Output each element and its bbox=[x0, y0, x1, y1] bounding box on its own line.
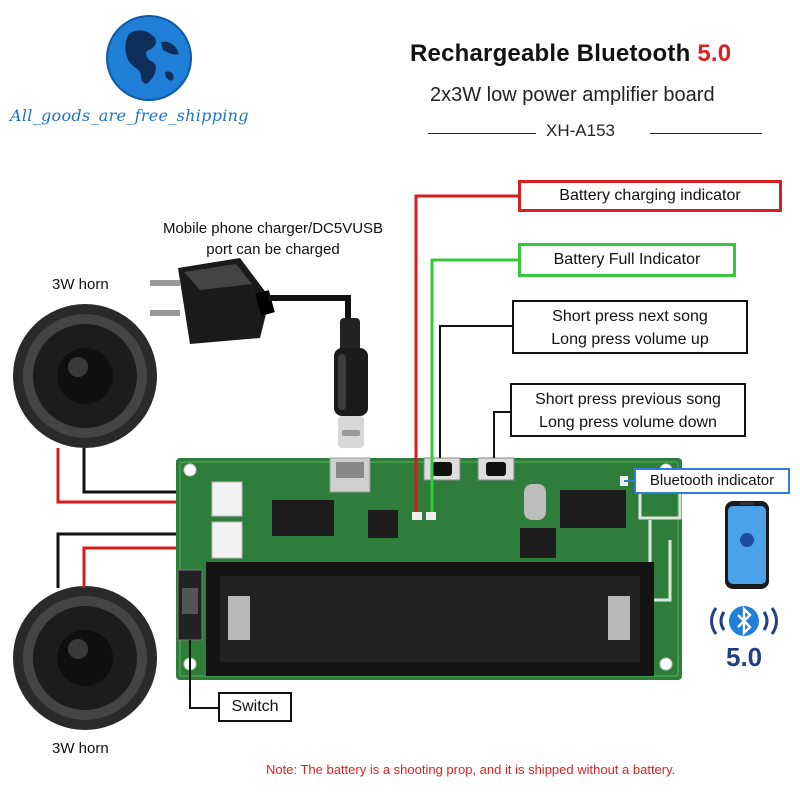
next-song-line2: Long press volume up bbox=[551, 331, 709, 348]
globe-icon bbox=[106, 15, 192, 101]
usb-c-cable-icon bbox=[334, 318, 368, 448]
prev-song-callout: Short press previous song Long press vol… bbox=[510, 383, 746, 437]
horn-top-label: 3W horn bbox=[52, 276, 109, 293]
prev-song-line2: Long press volume down bbox=[539, 414, 717, 431]
divider-left bbox=[428, 133, 536, 134]
bluetooth-version: 5.0 bbox=[726, 642, 763, 672]
power-plug-icon bbox=[150, 258, 351, 344]
battery-note: Note: The battery is a shooting prop, an… bbox=[266, 762, 676, 777]
battery-charging-callout: Battery charging indicator bbox=[518, 180, 782, 212]
battery-full-callout: Battery Full Indicator bbox=[518, 243, 736, 277]
divider-right bbox=[650, 133, 762, 134]
switch-callout: Switch bbox=[218, 692, 292, 722]
next-song-line1: Short press next song bbox=[552, 308, 708, 325]
charger-label-line1: Mobile phone charger/DC5VUSB bbox=[162, 220, 384, 237]
title-text: Rechargeable Bluetooth bbox=[410, 40, 691, 67]
store-name: All_goods_are_free_shipping bbox=[10, 106, 249, 125]
speaker-icon bbox=[13, 304, 157, 448]
phone-icon bbox=[725, 501, 769, 589]
prev-song-line1: Short press previous song bbox=[535, 391, 721, 408]
horn-bottom-label: 3W horn bbox=[52, 740, 109, 757]
model-divider: XH-A153 bbox=[428, 121, 762, 145]
speaker-icon bbox=[13, 586, 157, 730]
charger-label: Mobile phone charger/DC5VUSB port can be… bbox=[138, 218, 408, 260]
charger-label-line2: port can be charged bbox=[206, 241, 340, 258]
page-subtitle: 2x3W low power amplifier board bbox=[430, 84, 715, 106]
page-title: Rechargeable Bluetooth 5.0 bbox=[410, 40, 731, 68]
title-version: 5.0 bbox=[697, 40, 732, 67]
bluetooth-icon bbox=[710, 606, 778, 636]
model-number: XH-A153 bbox=[546, 121, 615, 140]
next-song-callout: Short press next song Long press volume … bbox=[512, 300, 748, 354]
bluetooth-indicator-callout: Bluetooth indicator bbox=[634, 468, 790, 494]
